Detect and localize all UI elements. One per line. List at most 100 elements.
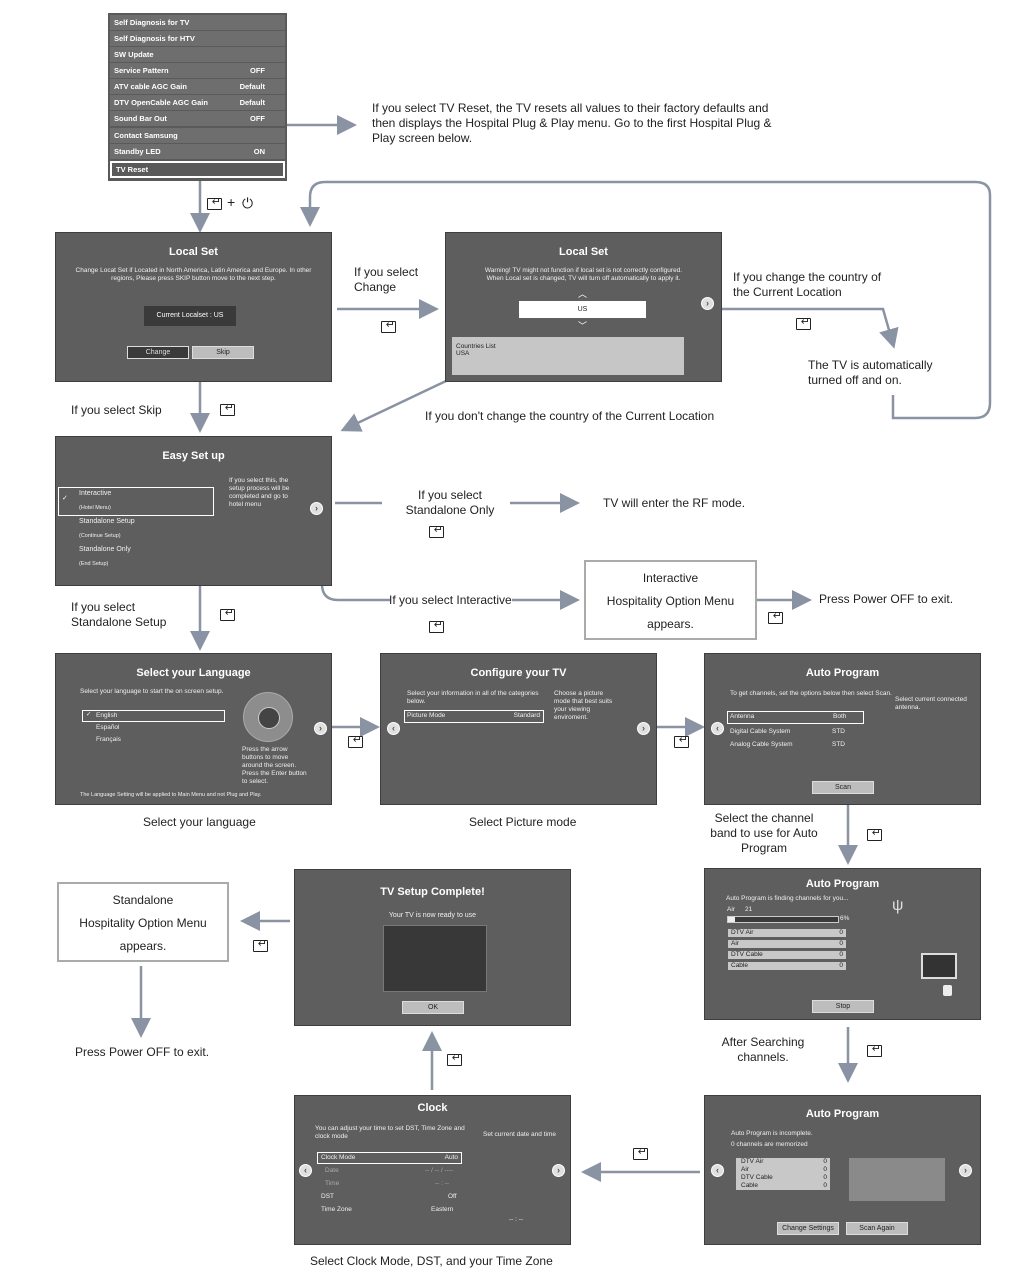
- clock-panel: Clock You can adjust your time to set DS…: [294, 1095, 571, 1245]
- service-menu-item[interactable]: SW Update: [110, 47, 285, 62]
- service-menu-item-tv-reset[interactable]: TV Reset: [110, 161, 285, 178]
- scan-again-button[interactable]: Scan Again: [846, 1222, 908, 1235]
- warning-text: Warning! TV might not function if local …: [484, 267, 683, 282]
- language-option[interactable]: Français: [96, 736, 121, 743]
- scan-band: Air: [727, 906, 735, 913]
- auto-program-help: Select current connected antenna.: [895, 696, 967, 711]
- standalone-menu-box: Standalone Hospitality Option Menu appea…: [57, 882, 229, 962]
- note-select-channel-band: Select the channel band to use for Auto …: [710, 811, 818, 855]
- country-selector[interactable]: US: [519, 301, 646, 318]
- language-option: English: [96, 712, 118, 719]
- dst-value: Off: [448, 1193, 457, 1200]
- note-select-language: Select your language: [143, 815, 256, 829]
- language-footer: The Language Setting will be applied to …: [80, 792, 262, 798]
- setup-complete-panel: TV Setup Complete! Your TV is now ready …: [294, 869, 571, 1026]
- chevron-down-icon[interactable]: ﹀: [578, 321, 588, 331]
- back-arrow-icon[interactable]: ‹: [387, 722, 400, 735]
- time-zone-label[interactable]: Time Zone: [321, 1206, 352, 1213]
- row-value: Both: [833, 713, 847, 720]
- panel-title: Easy Set up: [162, 450, 225, 462]
- skip-button[interactable]: Skip: [192, 346, 254, 359]
- back-arrow-icon[interactable]: ‹: [711, 722, 724, 735]
- scan-progress-track: [727, 916, 839, 923]
- back-arrow-icon[interactable]: ‹: [711, 1164, 724, 1177]
- language-option[interactable]: Español: [96, 724, 120, 731]
- cable-plug-icon: [943, 985, 952, 996]
- plus-sign: +: [227, 194, 236, 210]
- scan-button[interactable]: Scan: [812, 781, 874, 794]
- countries-list-item[interactable]: USA: [456, 350, 470, 357]
- picture-mode-row[interactable]: Picture Mode Standard: [404, 710, 544, 723]
- panel-title: Clock: [417, 1102, 448, 1114]
- option-standalone-only[interactable]: Standalone Only: [79, 546, 131, 553]
- time-label: Time: [325, 1180, 340, 1187]
- back-arrow-icon[interactable]: ‹: [299, 1164, 312, 1177]
- box-line: Standalone: [112, 893, 174, 907]
- auto-program-options-panel: Auto Program To get channels, set the op…: [704, 653, 981, 805]
- enter-icon: [867, 1042, 882, 1057]
- current-localset: Current Localset : US: [144, 306, 236, 326]
- enter-icon: [253, 937, 268, 952]
- service-menu-item[interactable]: Self Diagnosis for HTV: [110, 31, 285, 46]
- remote-dpad-icon: [258, 707, 280, 729]
- panel-title: Configure your TV: [470, 667, 567, 679]
- option-standalone-setup-sub: (Continue Setup): [79, 533, 121, 539]
- clock-mode-row[interactable]: Clock Mode Auto: [317, 1152, 462, 1164]
- option-interactive-sub: (Hotel Menu): [79, 505, 111, 511]
- dst-label[interactable]: DST: [321, 1193, 334, 1200]
- box-line: Hospitality Option Menu: [606, 594, 735, 608]
- configure-description: Select your information in all of the ca…: [407, 690, 539, 705]
- auto-program-result-panel: Auto Program Auto Program is incomplete.…: [704, 1095, 981, 1245]
- clock-description: You can adjust your time to set DST, Tim…: [315, 1125, 465, 1140]
- digital-cable-label[interactable]: Digital Cable System: [730, 728, 791, 735]
- result-line-2: 0 channels are memorized: [731, 1141, 808, 1148]
- note-if-change: If you select Change: [354, 265, 419, 294]
- chevron-up-icon[interactable]: ︿: [578, 289, 588, 299]
- next-arrow-icon[interactable]: ›: [314, 722, 327, 735]
- enter-icon: [768, 609, 783, 624]
- analog-cable-label[interactable]: Analog Cable System: [730, 741, 793, 748]
- panel-description: Change Locat Set if Located in North Ame…: [75, 267, 312, 282]
- note-rf-mode: TV will enter the RF mode.: [603, 496, 746, 510]
- change-button[interactable]: Change: [127, 346, 189, 359]
- configure-tv-panel: Configure your TV Select your informatio…: [380, 653, 657, 805]
- panel-title: Local Set: [559, 246, 608, 258]
- next-arrow-icon[interactable]: ›: [959, 1164, 972, 1177]
- service-menu-item[interactable]: Self Diagnosis for TV: [110, 15, 285, 30]
- interactive-option[interactable]: [58, 487, 214, 516]
- panel-title: Auto Program: [805, 1108, 880, 1120]
- change-settings-button[interactable]: Change Settings: [777, 1222, 839, 1235]
- ok-button[interactable]: OK: [402, 1001, 464, 1014]
- date-value: -- / -- / ----: [425, 1167, 454, 1174]
- note-if-standalone-only: If you select Standalone Only: [405, 488, 495, 517]
- time-display: -- : --: [509, 1216, 524, 1223]
- next-arrow-icon[interactable]: ›: [310, 502, 323, 515]
- box-line: appears.: [647, 617, 694, 631]
- next-arrow-icon[interactable]: ›: [552, 1164, 565, 1177]
- antenna-row[interactable]: Antenna Both: [727, 711, 864, 724]
- setup-complete-description: Your TV is now ready to use: [388, 912, 477, 919]
- configure-help: Choose a picture mode that best suits yo…: [554, 690, 613, 721]
- next-arrow-icon[interactable]: ›: [637, 722, 650, 735]
- panel-title: Local Set: [169, 246, 218, 258]
- preview-screen: [383, 925, 487, 992]
- enter-icon: [429, 523, 444, 538]
- language-english-option[interactable]: [82, 710, 225, 722]
- note-if-no-change: If you don't change the country of the C…: [425, 409, 715, 423]
- stop-button[interactable]: Stop: [812, 1000, 874, 1013]
- service-menu-item[interactable]: Contact Samsung: [110, 128, 285, 143]
- time-value: -- : --: [435, 1180, 450, 1187]
- language-description: Select your language to start the on scr…: [80, 688, 224, 695]
- option-standalone-setup[interactable]: Standalone Setup: [79, 518, 135, 525]
- next-arrow-icon[interactable]: ›: [701, 297, 714, 310]
